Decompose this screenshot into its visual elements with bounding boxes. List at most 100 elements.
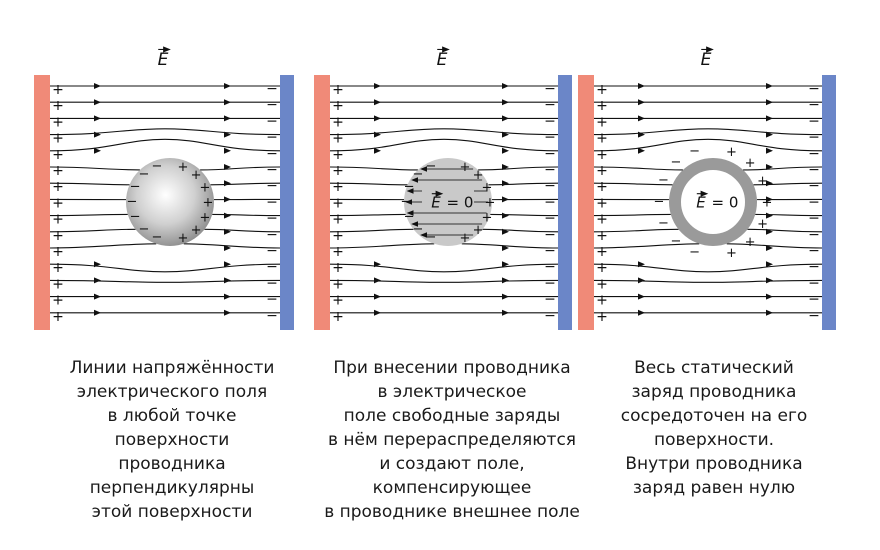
induced-minus-charge: −	[670, 234, 681, 249]
plus-charge: +	[332, 179, 344, 195]
induced-plus-charge: +	[199, 180, 210, 195]
field-arrow	[94, 261, 101, 268]
field-arrow	[766, 228, 773, 235]
minus-charge: −	[266, 308, 278, 324]
minus-charge: −	[266, 81, 278, 97]
field-line	[593, 138, 823, 152]
positive-plate	[578, 75, 594, 330]
field-arrow	[94, 277, 101, 284]
field-line	[49, 263, 281, 273]
field-arrow	[94, 83, 101, 89]
field-line	[593, 228, 823, 233]
induced-plus-charge: +	[460, 231, 471, 246]
field-arrow	[502, 131, 509, 138]
field-arrow	[374, 261, 381, 268]
induced-minus-charge: −	[658, 173, 669, 188]
negative-plate	[558, 75, 572, 330]
plus-charge: +	[332, 147, 344, 163]
plus-charge: +	[596, 276, 608, 292]
field-arrow	[638, 83, 645, 89]
positive-plate	[34, 75, 50, 330]
inner-field-value: = 0	[447, 194, 474, 212]
induced-minus-charge: −	[130, 179, 141, 194]
induced-plus-charge: +	[762, 196, 773, 211]
field-arrow	[224, 196, 231, 203]
field-line	[49, 279, 281, 283]
caption-3-line: поверхности.	[653, 430, 775, 450]
induced-minus-charge: −	[404, 210, 415, 225]
caption-1-line: Линии напряжённости	[69, 358, 275, 378]
plus-charge: +	[52, 276, 64, 292]
minus-charge: −	[544, 227, 556, 243]
minus-charge: −	[266, 292, 278, 308]
field-arrow	[766, 131, 773, 138]
plus-charge: +	[596, 260, 608, 276]
minus-charge: −	[544, 308, 556, 324]
plus-charge: +	[332, 244, 344, 260]
induced-plus-charge: +	[191, 168, 202, 183]
field-arrow	[766, 277, 773, 284]
field-arrow	[766, 196, 773, 203]
field-line	[49, 166, 281, 171]
plus-charge: +	[596, 309, 608, 325]
caption-1-line: проводника	[118, 454, 226, 474]
field-line	[329, 279, 559, 283]
field-arrow	[766, 293, 773, 300]
induced-plus-charge: +	[726, 145, 737, 160]
induced-plus-charge: +	[460, 160, 471, 175]
minus-charge: −	[808, 146, 820, 162]
induced-plus-charge: +	[485, 196, 496, 211]
minus-charge: −	[808, 162, 820, 178]
field-arrow	[638, 115, 645, 122]
minus-charge: −	[808, 275, 820, 291]
field-arrow	[766, 83, 773, 89]
minus-charge: −	[544, 259, 556, 275]
minus-charge: −	[544, 292, 556, 308]
field-arrow	[224, 115, 231, 122]
plus-charge: +	[332, 82, 344, 98]
field-arrow	[94, 99, 101, 106]
field-arrow	[502, 180, 509, 187]
field-arrow	[94, 309, 101, 316]
field-arrow	[766, 245, 773, 251]
plus-charge: +	[332, 260, 344, 276]
caption-2-line: При внесении проводника	[333, 358, 571, 378]
panel-1: E+−+−+−+−+−+−+−+−+−+−+−+−+−+−+−−+−+−+−+−…	[34, 46, 294, 330]
minus-charge: −	[266, 97, 278, 113]
field-arrow	[766, 212, 773, 219]
plus-charge: +	[596, 114, 608, 130]
field-line	[593, 279, 823, 283]
induced-minus-charge: −	[426, 159, 437, 174]
minus-charge: −	[808, 178, 820, 194]
induced-plus-charge: +	[191, 223, 202, 238]
caption-3-line: заряд равен нулю	[632, 478, 796, 498]
minus-charge: −	[266, 146, 278, 162]
caption-2-line: компенсирующее	[372, 478, 532, 498]
induced-minus-charge: −	[138, 167, 149, 182]
minus-charge: −	[808, 97, 820, 113]
induced-plus-charge: +	[178, 160, 189, 175]
plus-charge: +	[596, 147, 608, 163]
label-backdrop	[422, 190, 474, 212]
field-arrow	[224, 99, 231, 106]
field-arrow	[502, 212, 509, 219]
induced-plus-charge: +	[178, 231, 189, 246]
minus-charge: −	[544, 243, 556, 259]
field-line	[593, 243, 823, 249]
negative-plate	[280, 75, 294, 330]
plus-charge: +	[52, 260, 64, 276]
minus-charge: −	[266, 130, 278, 146]
induced-minus-charge: −	[138, 222, 149, 237]
plus-charge: +	[332, 293, 344, 309]
field-arrow	[224, 245, 231, 251]
plus-charge: +	[52, 114, 64, 130]
field-arrow	[502, 99, 509, 106]
panel-2: E+−+−+−+−+−+−+−+−+−+−+−+−+−+−+−E= 0−+−+−…	[314, 46, 572, 330]
field-arrow	[224, 212, 231, 219]
caption-1-line: перпендикулярны	[89, 478, 255, 498]
field-arrow	[502, 164, 509, 170]
induced-minus-charge: −	[152, 159, 163, 174]
field-arrow	[766, 309, 773, 316]
field-line	[49, 182, 281, 186]
field-arrow	[638, 309, 645, 316]
